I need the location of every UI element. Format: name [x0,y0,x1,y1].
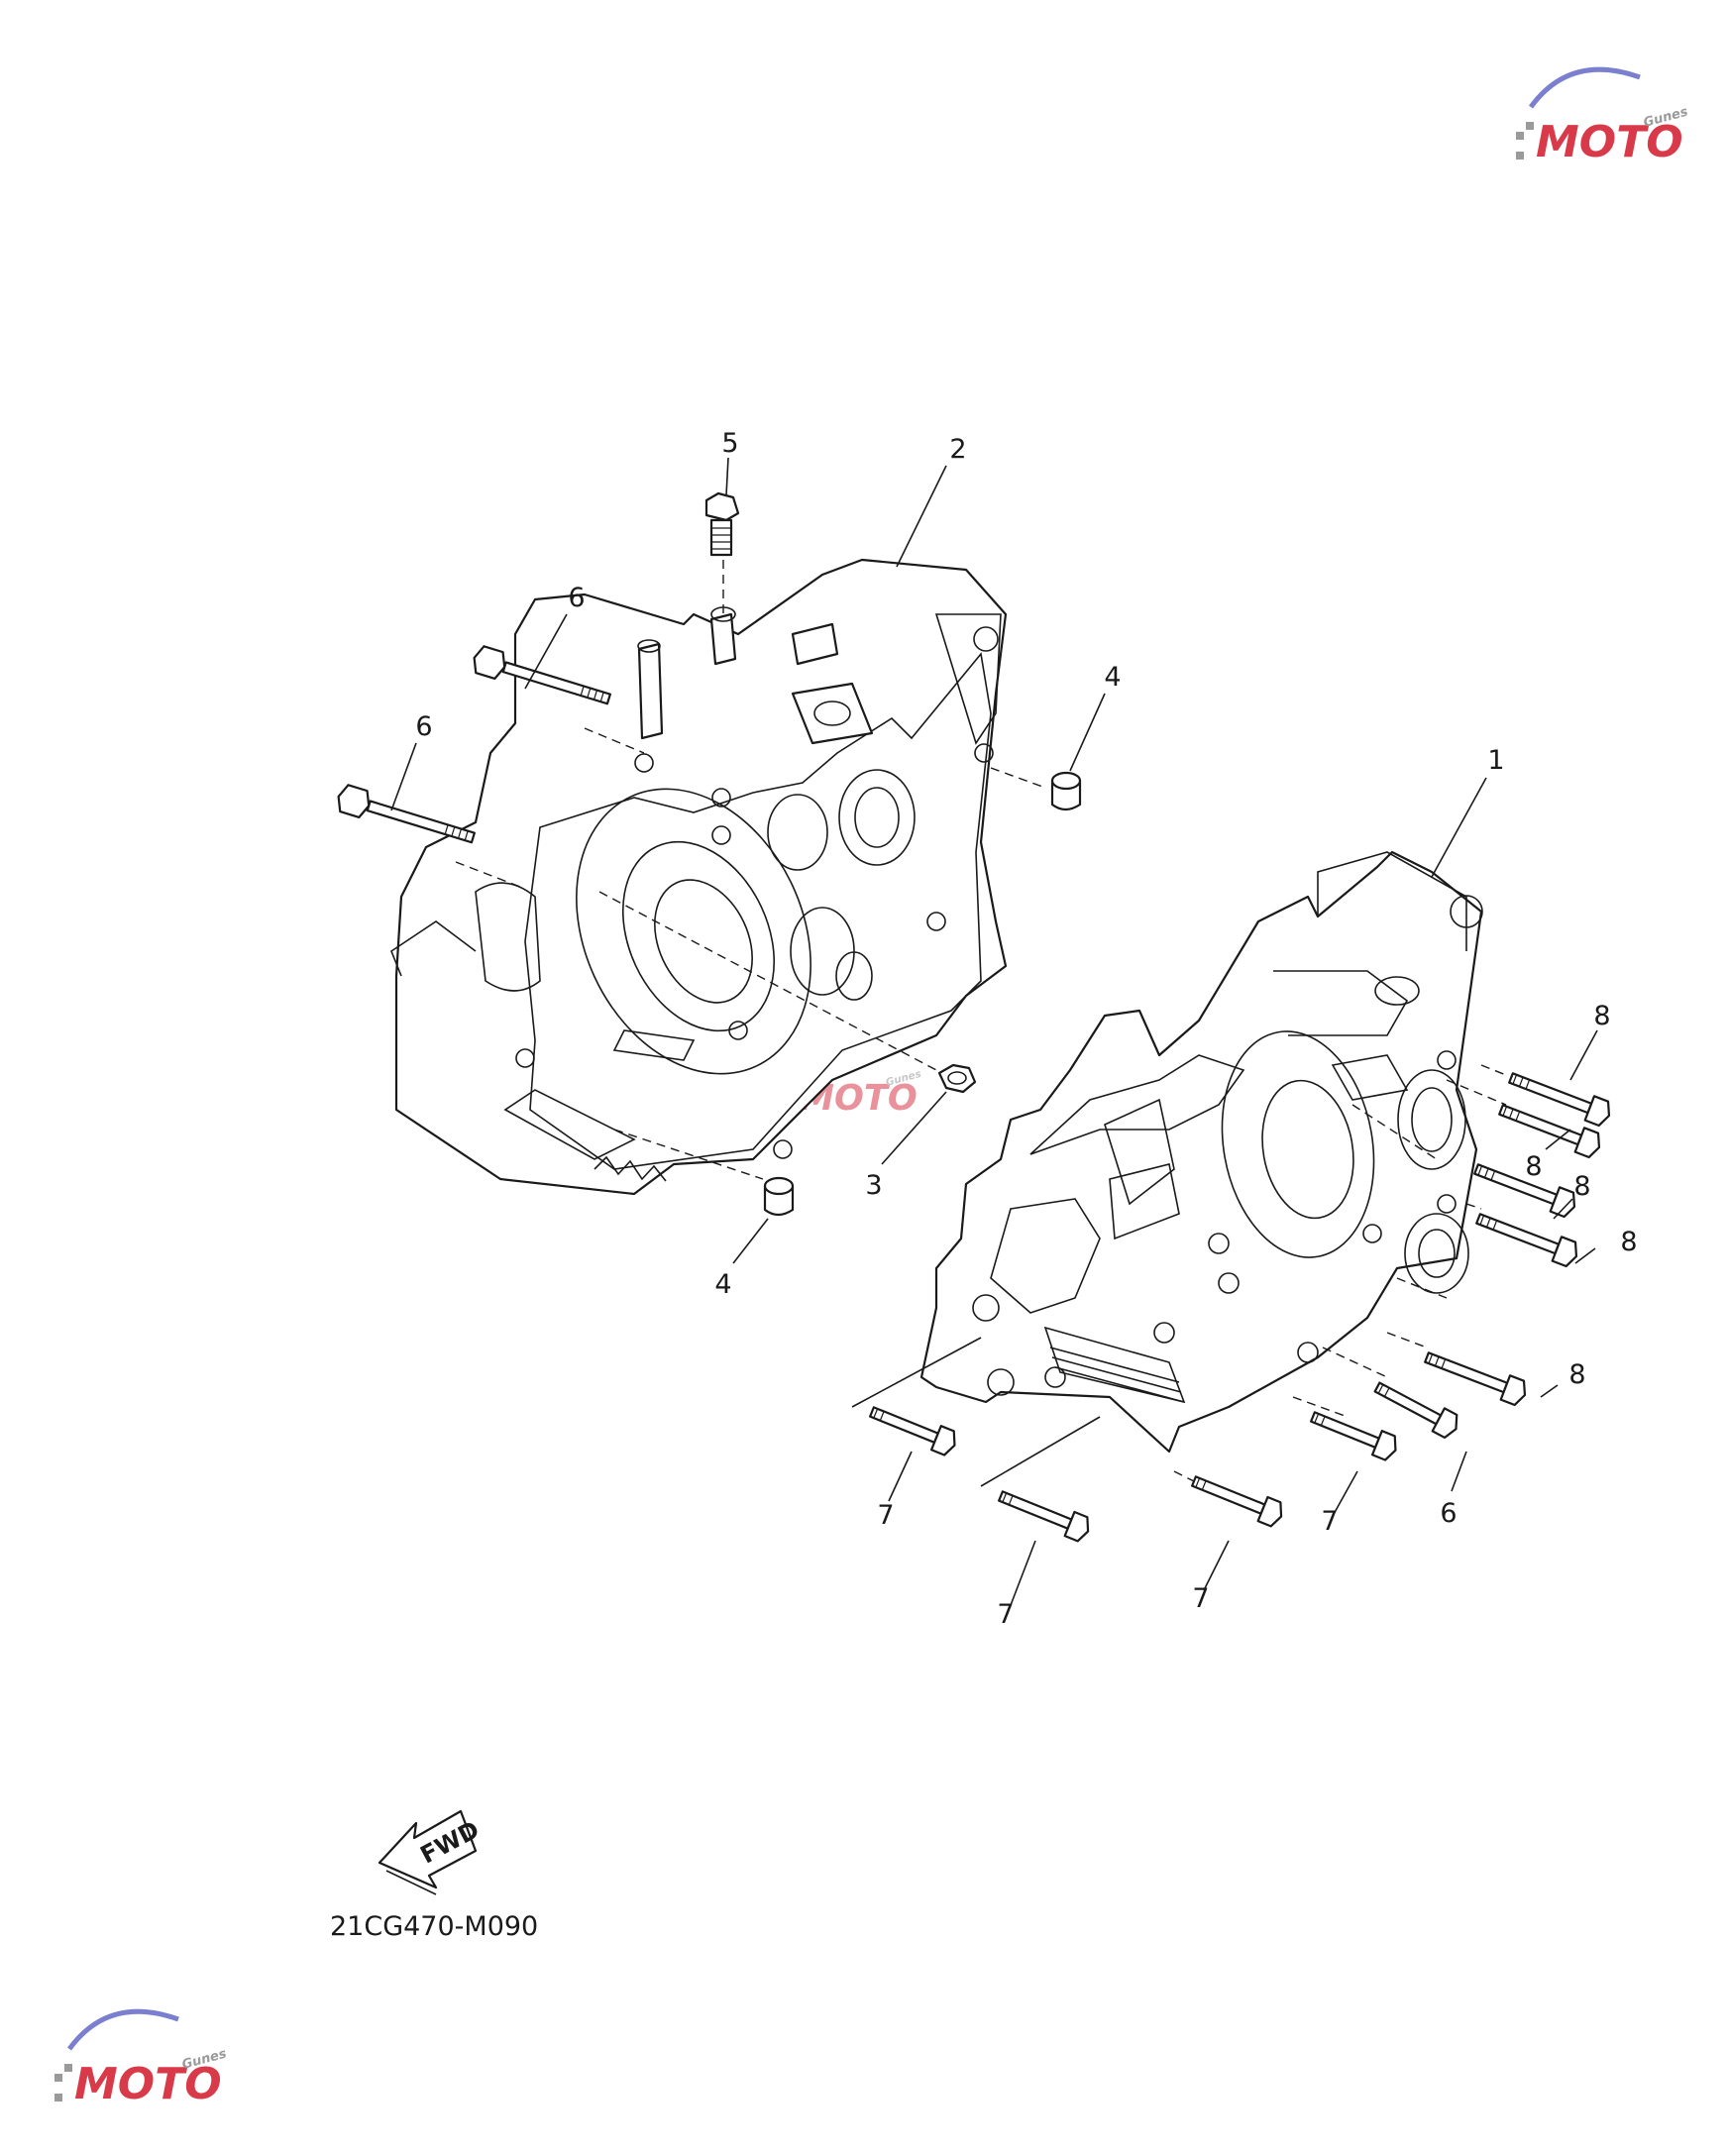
callout-3: 3 [865,1170,882,1201]
part-6-bolt-right [1373,1381,1458,1440]
callout-8: 8 [1525,1151,1542,1182]
callout-4: 4 [714,1269,731,1300]
part-4-dowel-upper [1050,771,1082,811]
callout-labels: 5 2 6 6 4 1 3 4 8 8 8 8 8 6 7 7 7 7 [415,428,1637,1630]
callout-7: 7 [877,1500,894,1531]
crankcase-left-half [390,558,1008,1196]
crankcase-right-half [919,850,1483,1454]
callout-8: 8 [1620,1227,1637,1257]
callout-6: 6 [415,711,432,742]
callout-2: 2 [949,434,966,465]
part-6-long-bolt-lower [337,784,476,844]
forward-direction-arrow: FWD [378,1809,484,1895]
callout-6: 6 [1440,1498,1457,1529]
callout-1: 1 [1487,745,1504,776]
callout-8: 8 [1568,1359,1585,1390]
callout-5: 5 [721,428,738,459]
svg-text:MOTO: MOTO [1536,117,1683,167]
callout-4: 4 [1104,662,1121,693]
part-7-bolts [869,1406,1397,1543]
assembly-dash-lines [455,545,1507,1487]
part-5-bolt [704,491,740,557]
part-6-long-bolt-upper [473,645,611,705]
callout-leader-lines [390,457,1598,1606]
callout-8: 8 [1593,1001,1610,1031]
part-3-plug [937,1063,977,1094]
callout-7: 7 [1321,1506,1338,1537]
callout-8: 8 [1573,1171,1590,1202]
callout-6: 6 [568,583,585,613]
part-8-bolts [1424,1072,1611,1407]
callout-7: 7 [1192,1583,1209,1614]
watermark-logo-bottom-left: MOTO Gunes [54,2008,228,2109]
svg-text:MOTO: MOTO [74,2059,222,2109]
drawing-code: 21CG470-M090 [330,1911,538,1942]
part-4-dowel-lower [763,1176,795,1217]
watermark-logo-top-right: MOTO Gunes [1516,66,1689,167]
callout-7: 7 [997,1599,1014,1630]
